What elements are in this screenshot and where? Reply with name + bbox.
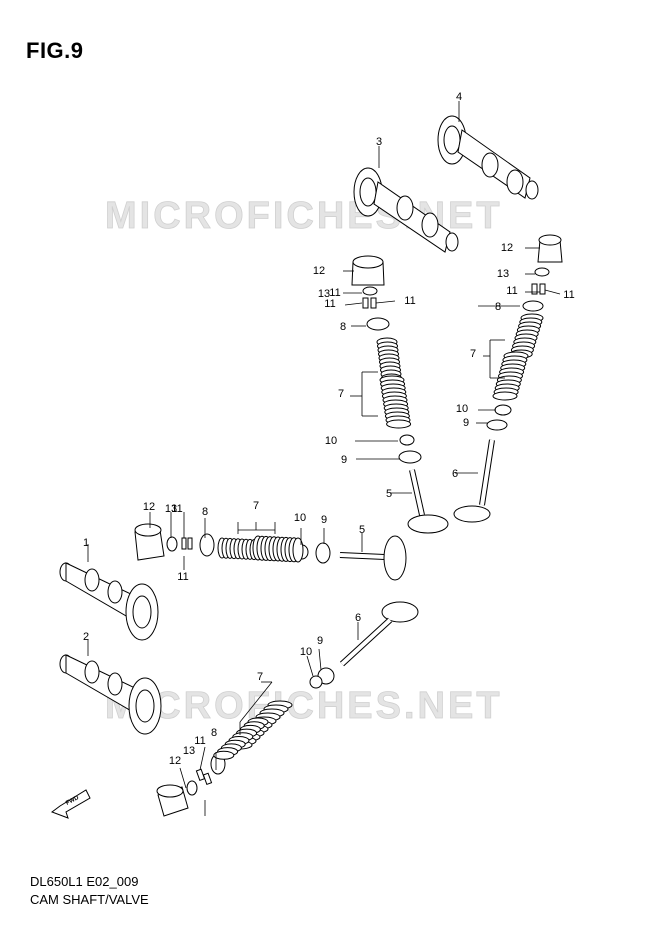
callout-12: 12 xyxy=(313,265,325,277)
leader-line xyxy=(199,746,206,771)
callout-1: 1 xyxy=(83,537,89,549)
leader-line xyxy=(344,302,363,306)
fwd-arrow-icon: FWD xyxy=(50,789,91,819)
callout-11: 11 xyxy=(329,287,340,299)
callout-5: 5 xyxy=(386,488,392,500)
spring-coil xyxy=(386,419,412,429)
callout-2: 2 xyxy=(83,631,89,643)
camshaft-4 xyxy=(437,115,539,200)
callout-11: 11 xyxy=(404,295,415,307)
leader-line xyxy=(306,655,314,677)
callout-7: 7 xyxy=(470,348,476,360)
spring-coil xyxy=(292,537,304,563)
callout-8: 8 xyxy=(495,301,501,313)
callout-11: 11 xyxy=(324,298,335,310)
figure-title: FIG.9 xyxy=(26,38,84,63)
callout-10: 10 xyxy=(456,403,468,415)
leader-lines xyxy=(87,101,561,816)
callout-11: 11 xyxy=(171,503,182,515)
callout-3: 3 xyxy=(376,136,382,148)
leader-line xyxy=(239,681,273,723)
callout-9: 9 xyxy=(463,417,469,429)
horizontal-valve-row xyxy=(134,523,407,581)
callout-9: 9 xyxy=(317,635,323,647)
diagram-caption: CAM SHAFT/VALVE xyxy=(30,892,149,907)
callout-11: 11 xyxy=(194,735,205,747)
leader-line xyxy=(179,767,187,789)
callout-9: 9 xyxy=(341,454,347,466)
callout-10: 10 xyxy=(325,435,337,447)
callout-10: 10 xyxy=(300,646,312,658)
callout-7: 7 xyxy=(257,671,263,683)
leader-line xyxy=(318,648,322,671)
leader-line xyxy=(544,289,561,295)
callout-13: 13 xyxy=(183,745,195,757)
camshaft-1 xyxy=(59,562,159,641)
watermark-bottom: MICROFICHES.NET xyxy=(105,685,503,727)
bottom-valve-stack xyxy=(156,601,419,817)
callout-11: 11 xyxy=(563,289,574,301)
camshaft-3 xyxy=(353,167,459,253)
callout-8: 8 xyxy=(202,506,208,518)
leader-line xyxy=(375,300,396,304)
callout-13: 13 xyxy=(165,503,177,515)
callout-13: 13 xyxy=(497,268,509,280)
callout-7: 7 xyxy=(253,500,259,512)
callout-12: 12 xyxy=(169,755,181,767)
callout-5: 5 xyxy=(359,524,365,536)
callout-8: 8 xyxy=(340,321,346,333)
camshaft-2 xyxy=(59,654,162,735)
callout-6: 6 xyxy=(355,612,361,624)
callout-4: 4 xyxy=(456,91,462,103)
callout-8: 8 xyxy=(211,727,217,739)
callout-12: 12 xyxy=(501,242,513,254)
middle-valve-stack xyxy=(351,255,449,534)
spring-coil xyxy=(213,750,235,760)
diagram-code: DL650L1 E02_009 xyxy=(30,874,139,889)
callout-11: 11 xyxy=(506,285,517,297)
callout-6: 6 xyxy=(452,468,458,480)
callout-13: 13 xyxy=(318,288,330,300)
callout-12: 12 xyxy=(143,501,155,513)
callout-11: 11 xyxy=(177,571,188,583)
valve-springs xyxy=(213,313,544,760)
spring-coil xyxy=(492,391,518,401)
callout-7: 7 xyxy=(338,388,344,400)
callout-10: 10 xyxy=(294,512,306,524)
right-valve-stack xyxy=(453,234,563,523)
callout-9: 9 xyxy=(321,514,327,526)
